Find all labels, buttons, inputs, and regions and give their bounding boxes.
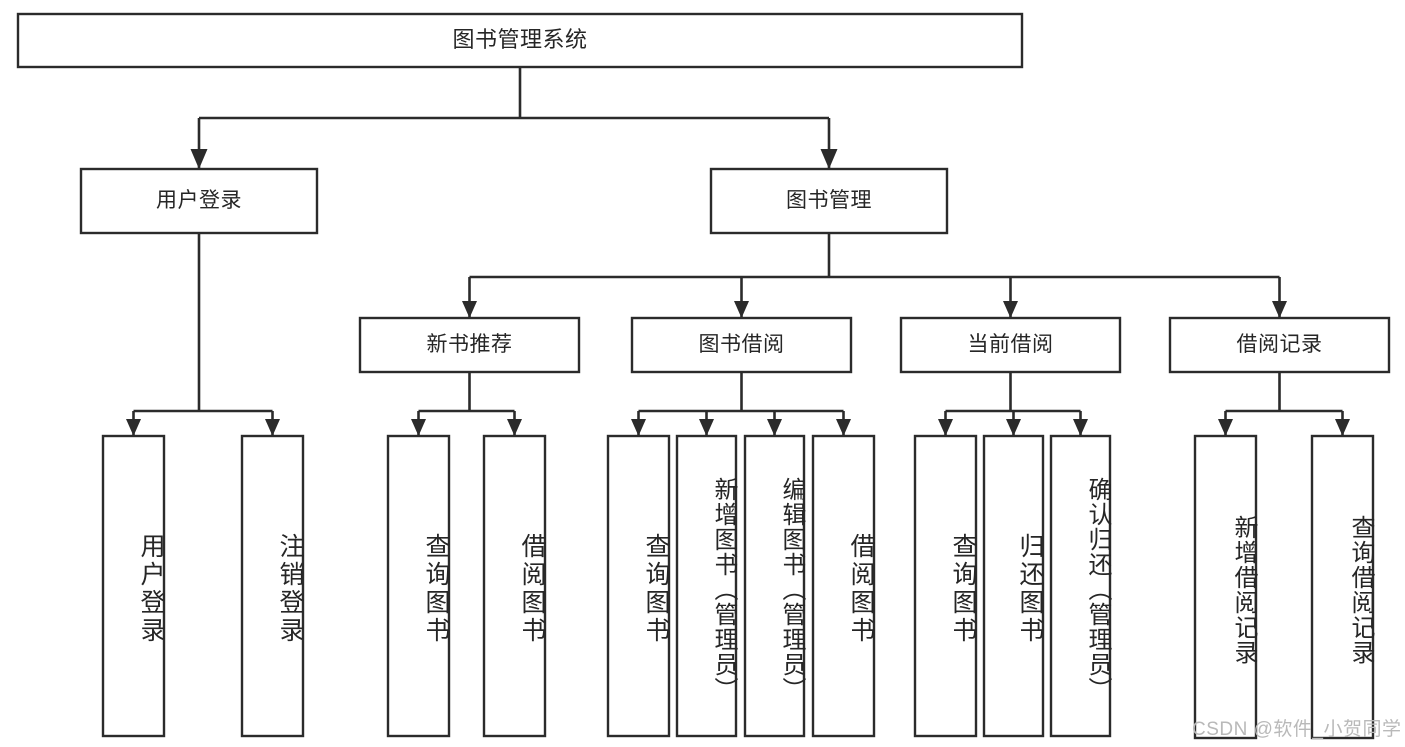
node-box-leaf-query-book-3[interactable]	[913, 434, 978, 738]
node-box-current-borrow[interactable]	[899, 316, 1122, 374]
node-box-book-manage[interactable]	[709, 167, 949, 235]
node-box-root[interactable]	[16, 12, 1024, 69]
arrow-head-icon-leaf-query-book-3	[938, 419, 953, 436]
arrow-head-icon-leaf-borrow-book-1	[507, 419, 522, 436]
node-box-leaf-logout[interactable]	[240, 434, 305, 738]
arrow-head-icon-leaf-logout	[265, 419, 280, 436]
node-box-leaf-user-login[interactable]	[101, 434, 166, 738]
arrow-head-icon-book-borrow	[734, 301, 749, 318]
arrow-head-icon-leaf-user-login	[126, 419, 141, 436]
arrow-head-icon-leaf-add-record	[1218, 419, 1233, 436]
arrow-head-icon-leaf-query-book-1	[411, 419, 426, 436]
arrow-head-icon-leaf-borrow-book-2	[836, 419, 851, 436]
node-box-new-book-rec[interactable]	[358, 316, 581, 374]
node-box-user-login[interactable]	[79, 167, 319, 235]
node-box-leaf-query-record[interactable]	[1310, 434, 1375, 740]
arrow-head-icon-leaf-edit-book	[767, 419, 782, 436]
arrow-head-icon-leaf-return-book	[1006, 419, 1021, 436]
arrow-head-icon-leaf-add-book	[699, 419, 714, 436]
node-box-borrow-record[interactable]	[1168, 316, 1391, 374]
node-box-leaf-query-book-2[interactable]	[606, 434, 671, 738]
boxes-layer	[16, 12, 1391, 740]
arrow-head-icon-leaf-confirm-return	[1073, 419, 1088, 436]
watermark-text: CSDN @软件_小贺同学	[1192, 719, 1402, 740]
node-box-leaf-return-book[interactable]	[982, 434, 1045, 738]
node-box-leaf-add-record[interactable]	[1193, 434, 1258, 740]
node-box-book-borrow[interactable]	[630, 316, 853, 374]
arrow-head-icon-new-book-rec	[462, 301, 477, 318]
node-box-leaf-confirm-return[interactable]	[1049, 434, 1112, 738]
arrow-head-icon-leaf-query-record	[1335, 419, 1350, 436]
node-box-leaf-edit-book[interactable]	[743, 434, 806, 738]
node-box-leaf-borrow-book-1[interactable]	[482, 434, 547, 738]
node-box-leaf-query-book-1[interactable]	[386, 434, 451, 738]
arrow-head-icon-borrow-record	[1272, 301, 1287, 318]
connectors-layer	[126, 67, 1350, 436]
arrow-head-icon-book-manage	[820, 149, 838, 169]
arrow-head-icon-current-borrow	[1003, 301, 1018, 318]
arrow-head-icon-leaf-query-book-2	[631, 419, 646, 436]
node-box-leaf-add-book[interactable]	[675, 434, 738, 738]
node-box-leaf-borrow-book-2[interactable]	[811, 434, 876, 738]
arrow-head-icon-user-login	[190, 149, 208, 169]
